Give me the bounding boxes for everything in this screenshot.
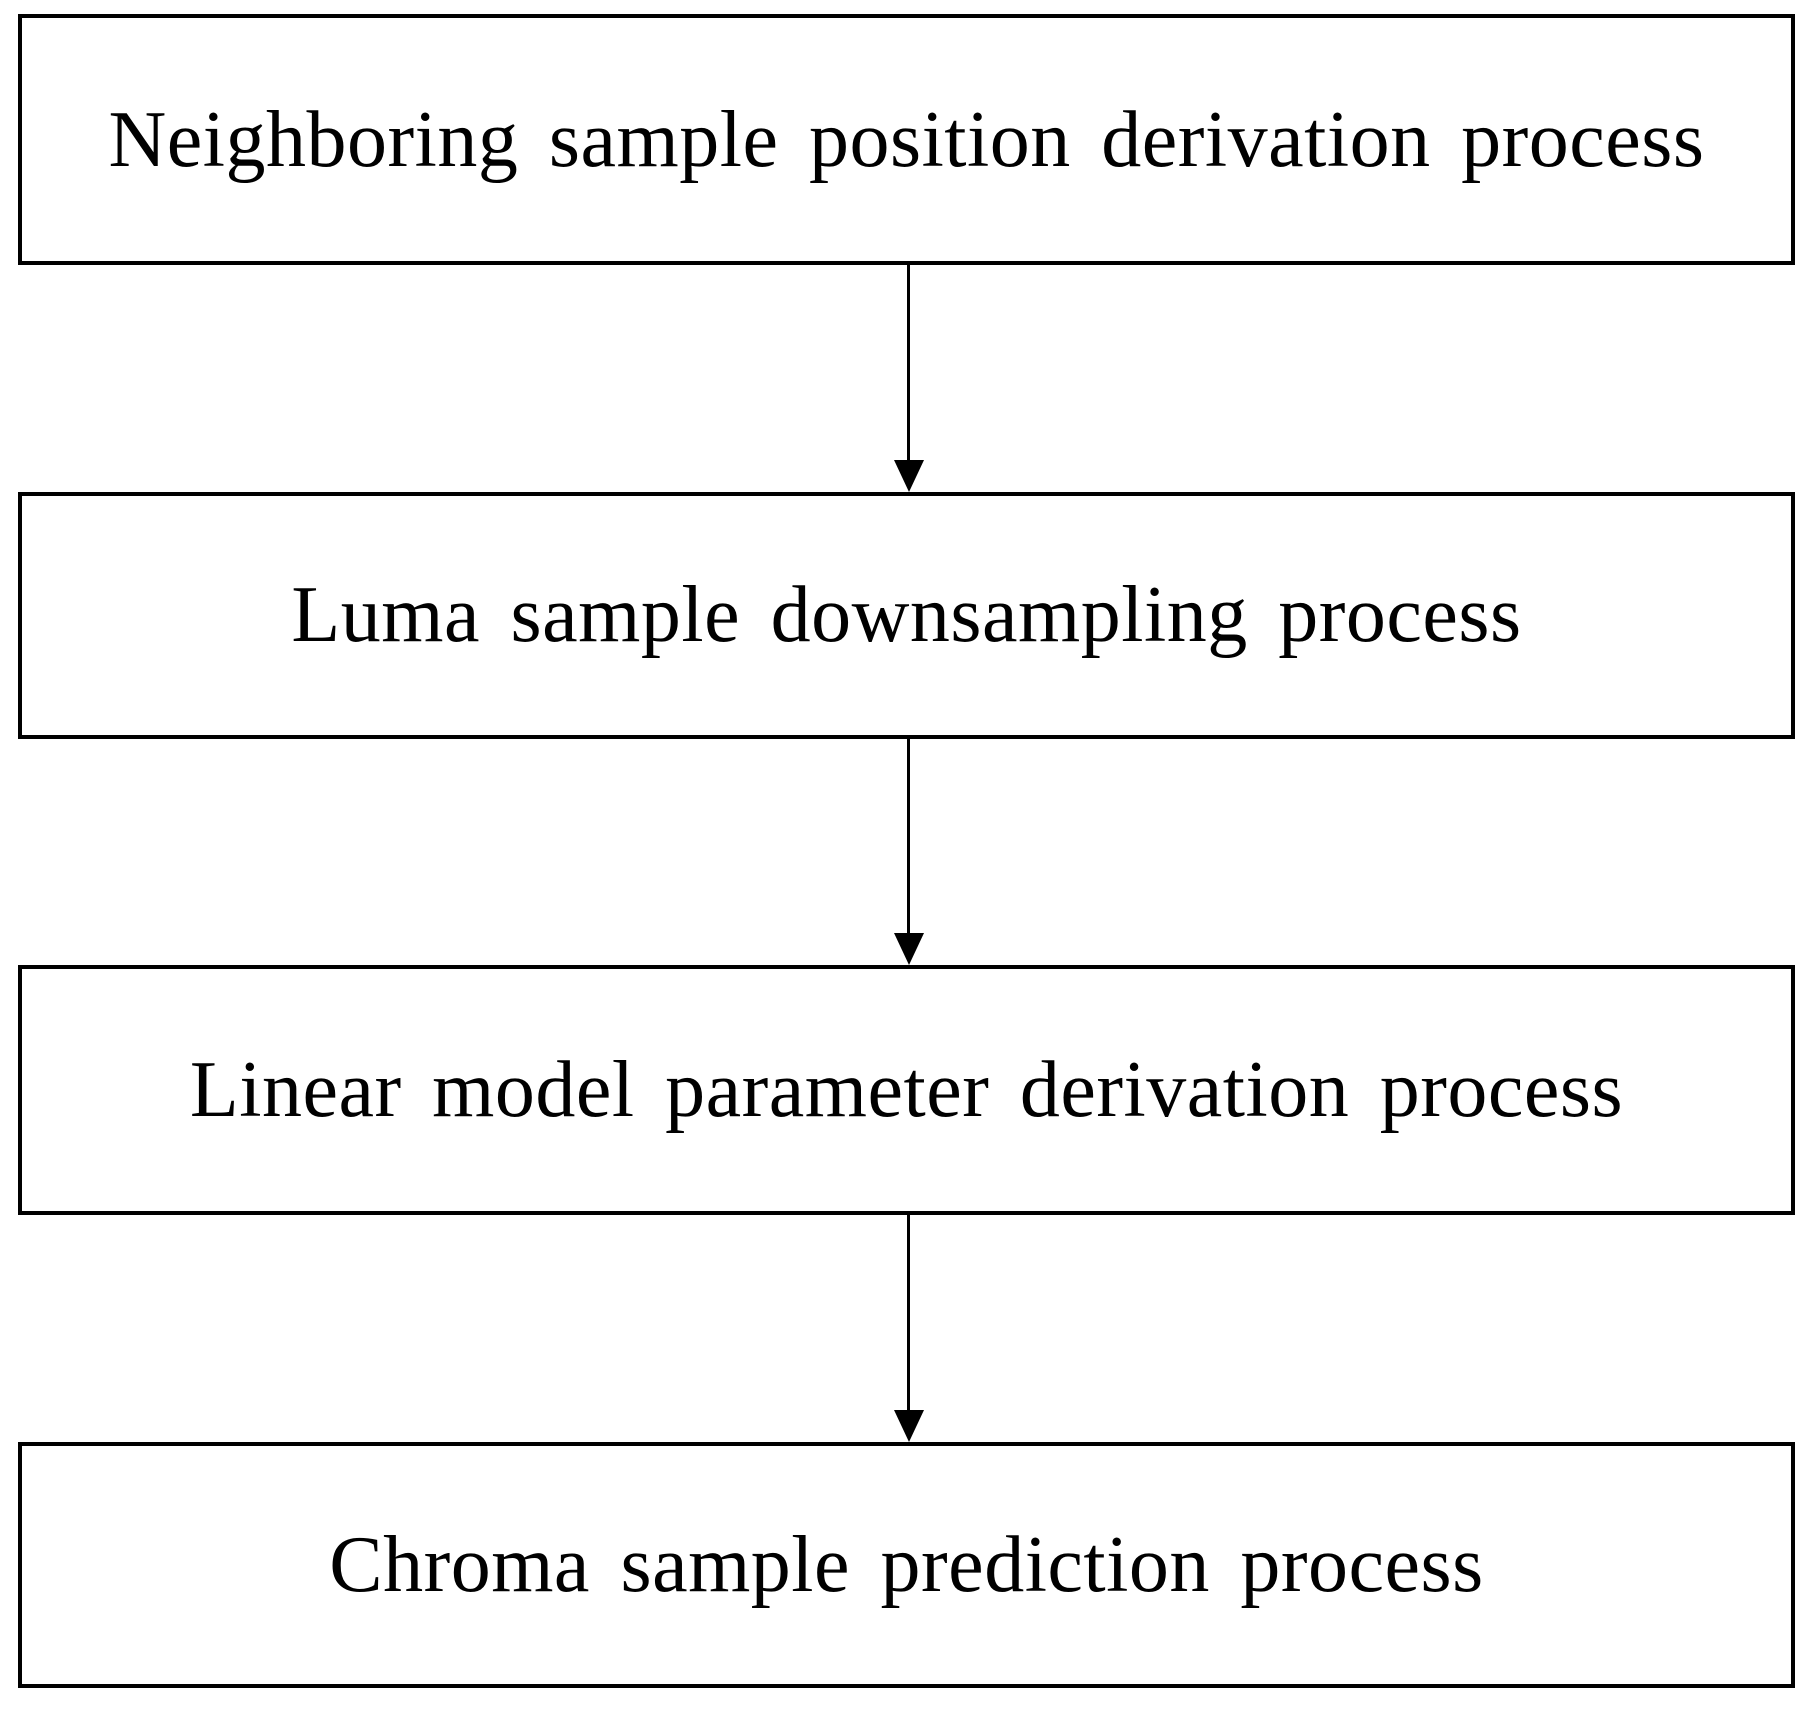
arrow-head	[893, 933, 924, 966]
arrow-head	[893, 1410, 924, 1443]
flow-node-luma-sample-downsampling: Luma sample downsampling process	[18, 491, 1795, 739]
down-arrow-icon	[20, 265, 1797, 492]
flow-node-label: Neighboring sample position derivation p…	[108, 95, 1705, 184]
arrow-stem	[907, 265, 910, 462]
flow-node-linear-model-parameter: Linear model parameter derivation proces…	[18, 965, 1795, 1216]
flow-node-chroma-sample-prediction: Chroma sample prediction process	[18, 1442, 1795, 1689]
flow-node-label: Chroma sample prediction process	[329, 1521, 1484, 1610]
flow-node-label: Linear model parameter derivation proces…	[189, 1046, 1624, 1135]
arrow-head	[893, 459, 924, 492]
down-arrow-icon	[20, 1215, 1797, 1443]
flow-node-label: Luma sample downsampling process	[291, 571, 1522, 660]
arrow-stem	[907, 738, 910, 936]
arrow-stem	[907, 1215, 910, 1413]
down-arrow-icon	[20, 738, 1797, 966]
flow-node-neighboring-sample-position: Neighboring sample position derivation p…	[18, 14, 1795, 265]
